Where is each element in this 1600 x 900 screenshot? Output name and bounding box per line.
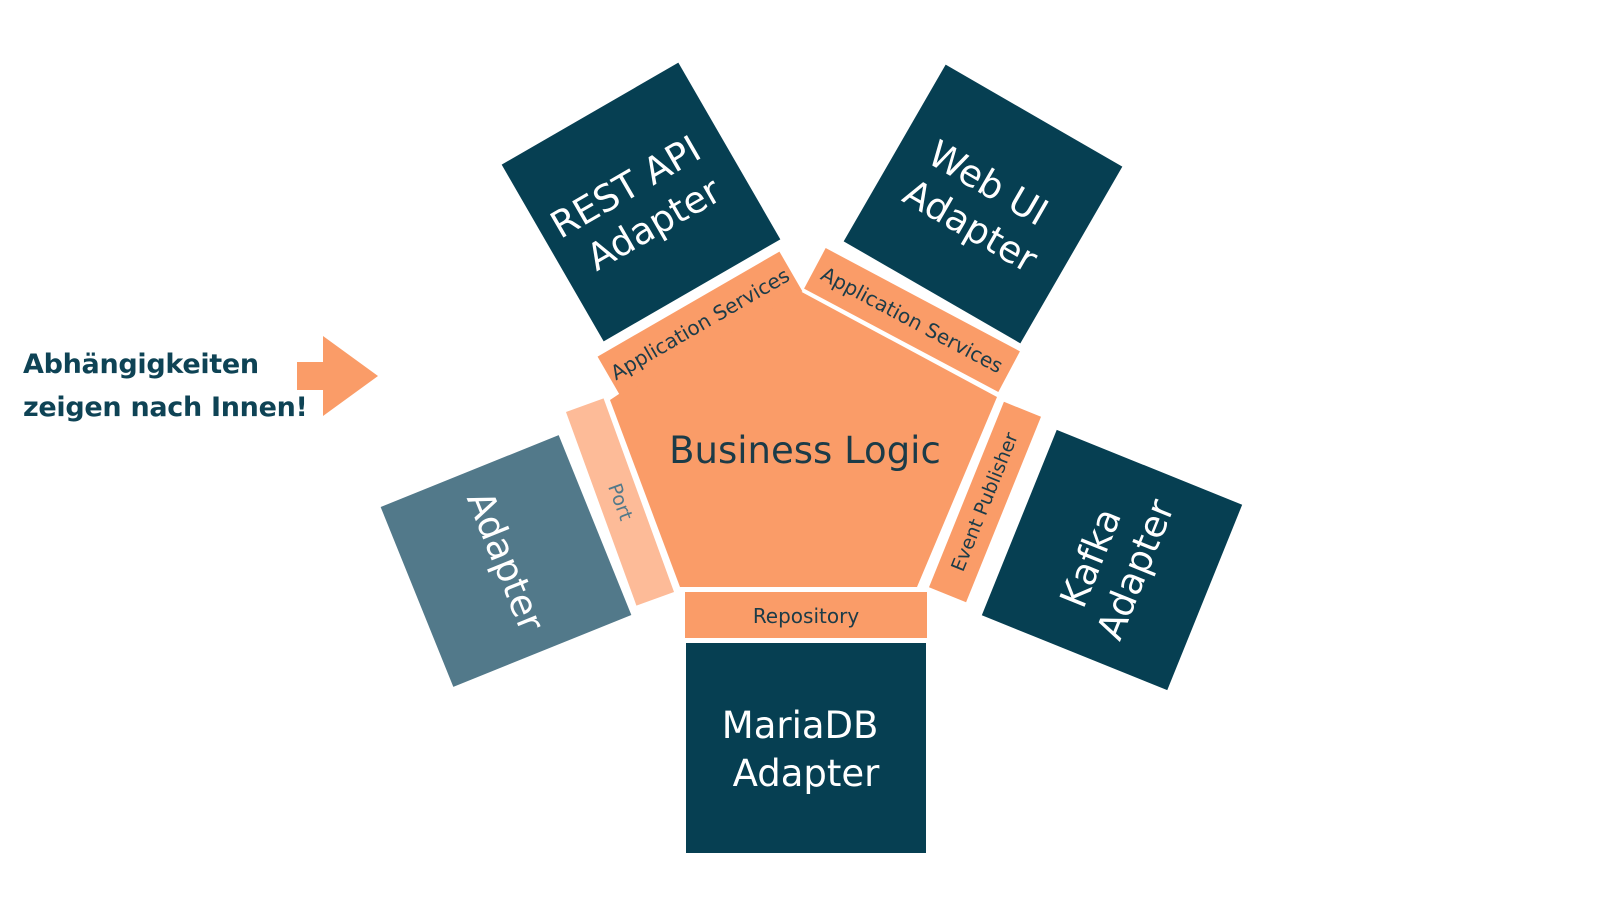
callout-line-1: Abhängigkeiten (23, 349, 259, 380)
repository-port (685, 592, 927, 638)
event-publisher-port (928, 401, 1042, 603)
business-logic-core (610, 283, 997, 587)
svg-text:MariaDB Adapter: MariaDB Adapter (722, 704, 890, 795)
dependency-callout: Abhängigkeiten zeigen nach Innen! (23, 343, 323, 429)
callout-line-2: zeigen nach Innen! (23, 392, 308, 423)
rest-api-adapter (501, 62, 781, 342)
kafka-adapter (981, 429, 1243, 691)
generic-adapter (380, 435, 632, 687)
mariadb-adapter-line-1: MariaDB (722, 704, 879, 747)
mariadb-adapter (686, 643, 926, 853)
application-services-port-right (804, 248, 1020, 392)
application-services-port-left (597, 251, 803, 397)
mariadb-adapter-line-2: Adapter (733, 752, 881, 795)
repository-label: Repository (753, 604, 860, 628)
inward-arrow-icon (297, 336, 378, 416)
business-logic-label: Business Logic (669, 429, 941, 472)
port-block (565, 398, 675, 606)
web-ui-adapter (843, 64, 1123, 344)
